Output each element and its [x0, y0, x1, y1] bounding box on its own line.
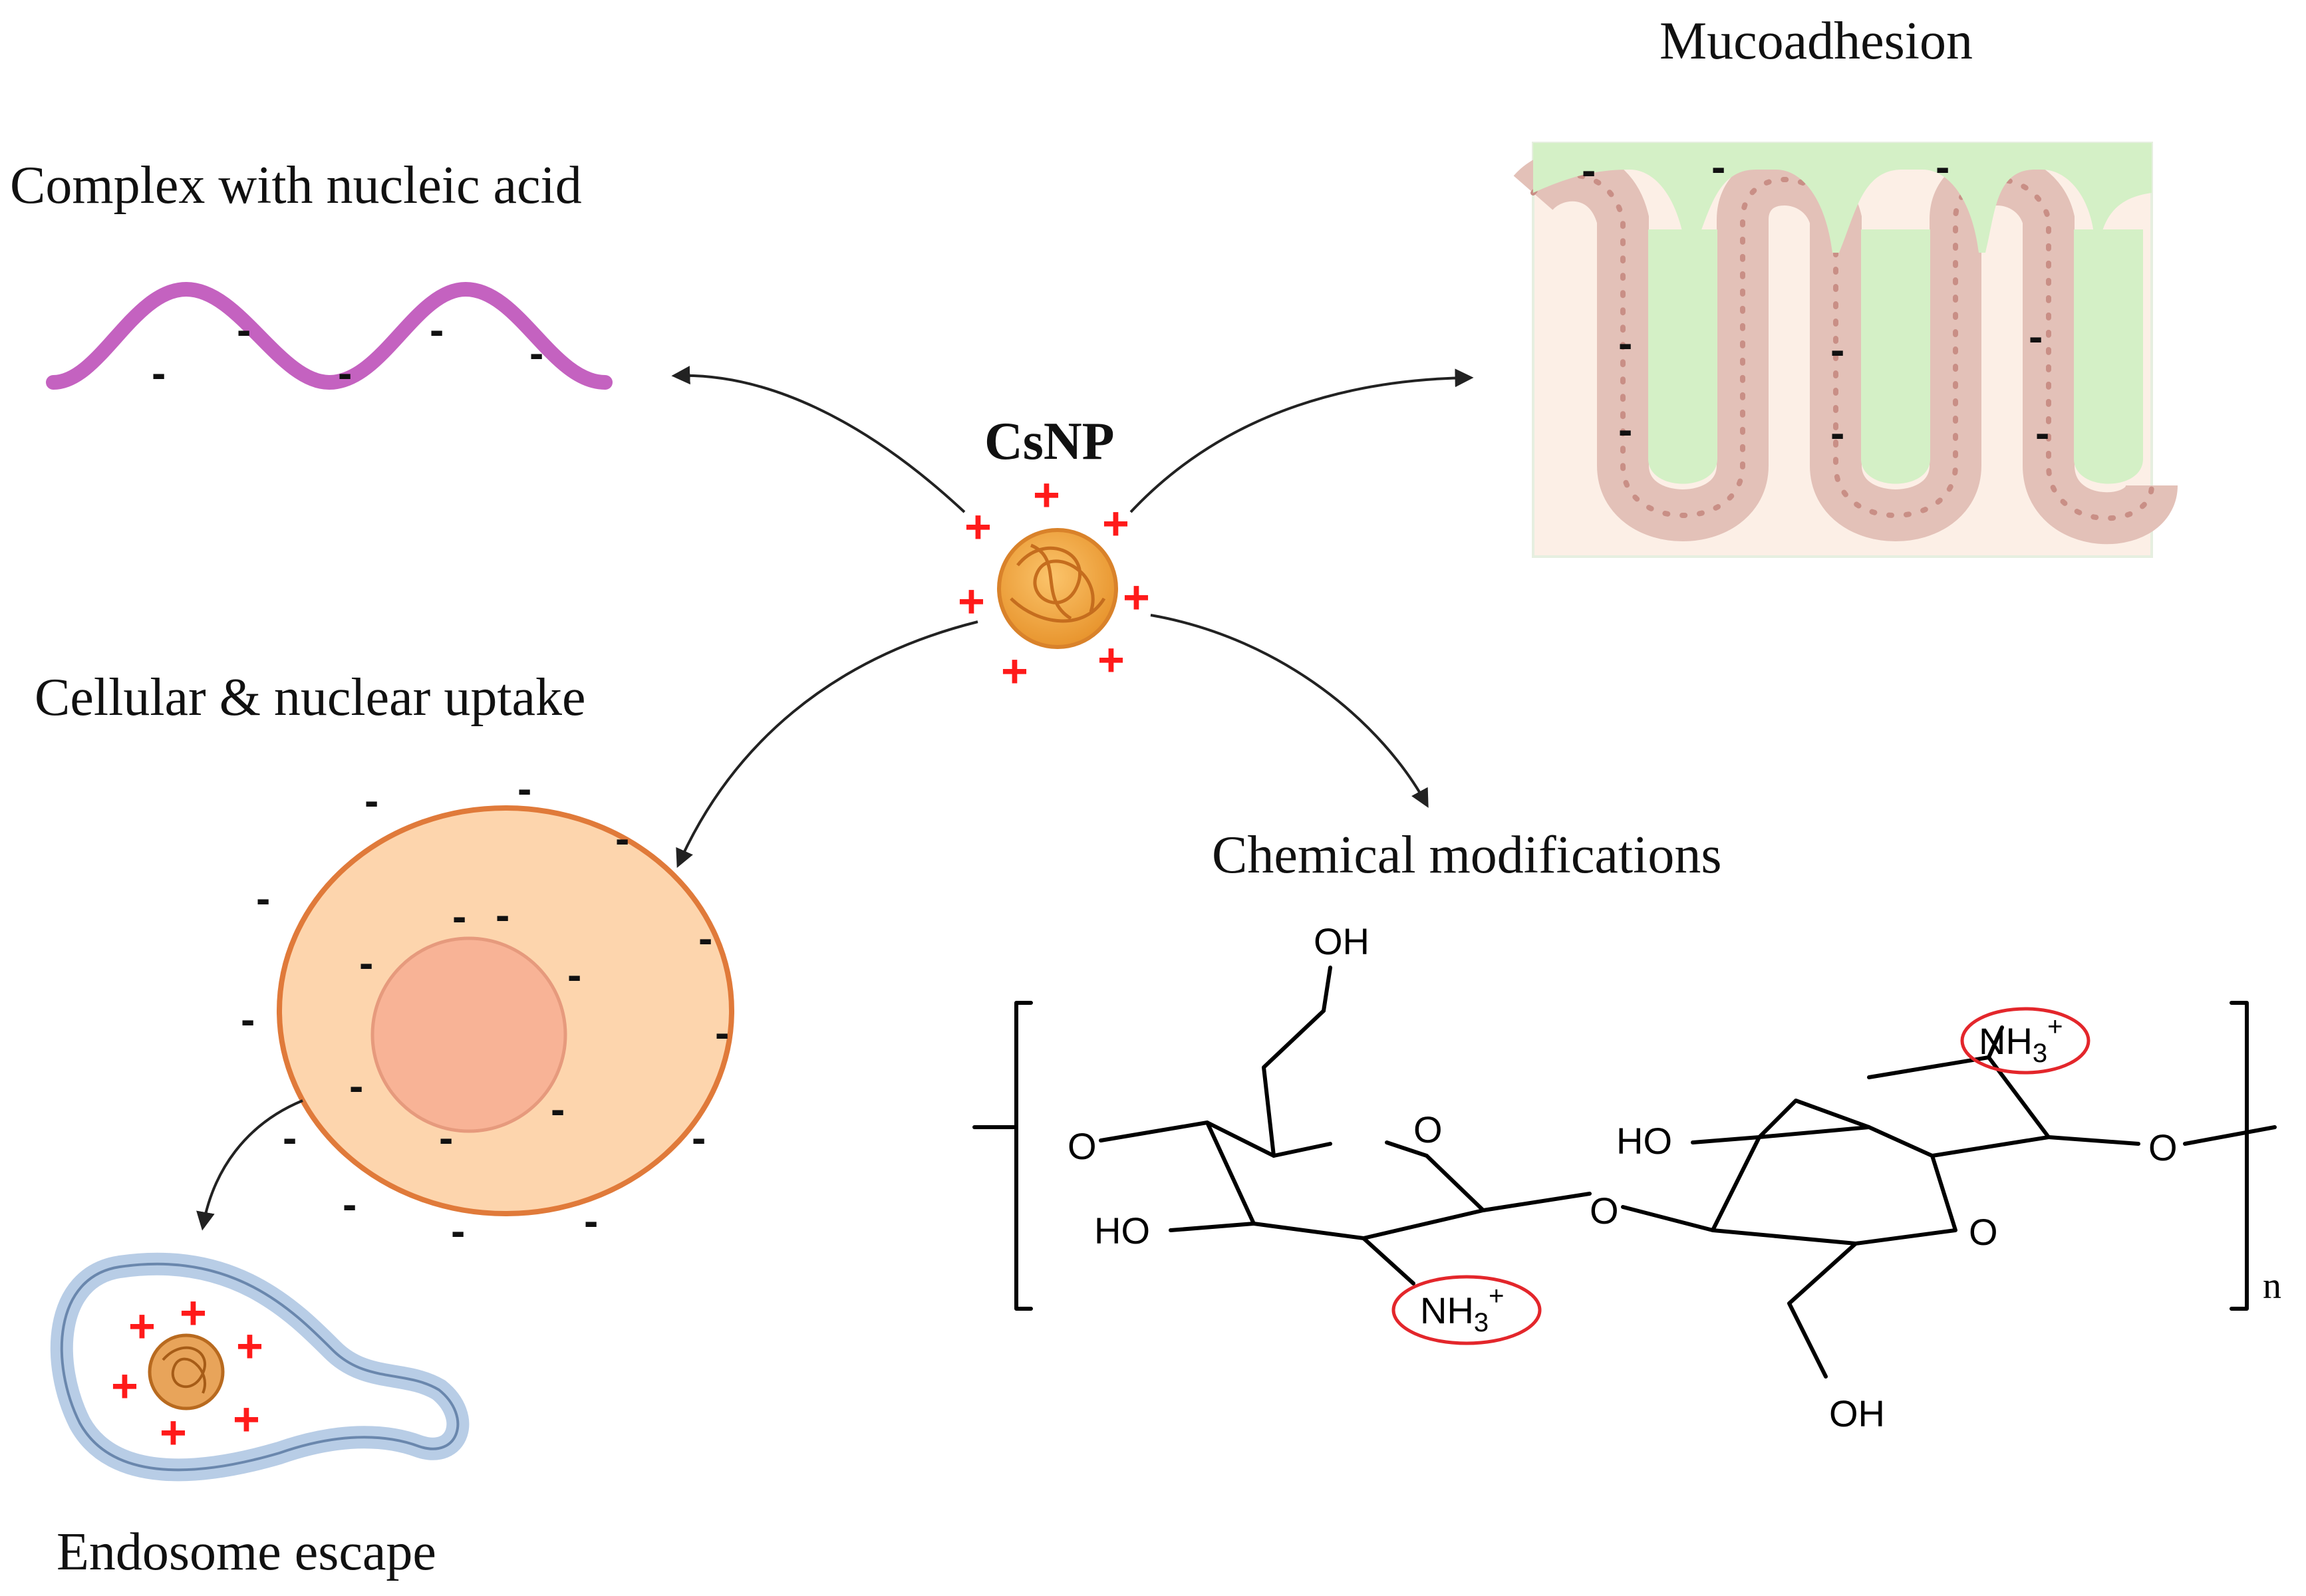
minus-charge: - — [439, 1114, 453, 1162]
endosome-nanoparticle — [148, 1333, 225, 1410]
minus-charge: - — [1582, 146, 1596, 194]
plus-charge: + — [180, 1287, 207, 1339]
minus-charge: - — [338, 349, 352, 397]
endosome-illustration: + + + + + + — [50, 1252, 470, 1482]
minus-charge: - — [241, 996, 255, 1043]
mucus-fill-3 — [2074, 229, 2143, 484]
plus-charge: + — [233, 1393, 260, 1445]
plus-charge: + — [236, 1320, 263, 1372]
minus-charge: - — [496, 891, 509, 939]
ring-o-atom: O — [1413, 1109, 1443, 1150]
minus-charge: - — [1830, 326, 1844, 374]
minus-charge: - — [615, 815, 629, 863]
right-bracket — [2230, 1001, 2249, 1311]
minus-charge: - — [451, 1207, 465, 1255]
ho-group: HO — [1094, 1210, 1150, 1252]
plus-charge: + — [964, 501, 992, 553]
mucus-fill-2 — [1861, 229, 1930, 484]
plus-charge: + — [160, 1406, 187, 1458]
plus-charge: + — [1097, 634, 1125, 686]
minus-charge: - — [698, 914, 712, 962]
minus-charge: - — [551, 1085, 565, 1133]
nucleus — [370, 936, 567, 1133]
left-bracket — [1014, 1001, 1033, 1311]
minus-charge: - — [715, 1009, 729, 1057]
minus-charge: - — [343, 1180, 357, 1228]
plus-charge: + — [1102, 497, 1129, 549]
minus-charge: - — [359, 939, 373, 987]
minus-charge: - — [2029, 313, 2043, 360]
mucus-charges: - - - - - - - - - — [1582, 143, 2049, 457]
endosome-label: Endosome escape — [57, 1523, 436, 1581]
plus-charge: + — [1033, 469, 1060, 521]
plus-charge: + — [1001, 645, 1028, 697]
endosome-charges: + + + + + + — [111, 1287, 263, 1458]
arrow-to-chemistry — [1150, 614, 1429, 808]
minus-charge: - — [1830, 409, 1844, 457]
plus-charge: + — [1123, 571, 1150, 623]
minus-charge: - — [237, 306, 251, 354]
nh3-highlight-2 — [1960, 1007, 2090, 1075]
o-atom: O — [1068, 1125, 1097, 1167]
plus-charge: + — [111, 1360, 138, 1412]
plus-charge: + — [128, 1300, 156, 1352]
repeat-subscript: n — [2263, 1265, 2281, 1307]
nh3-highlight-1 — [1391, 1275, 1542, 1345]
minus-charge: - — [283, 1114, 297, 1162]
terminal-o-atom: O — [2148, 1127, 2178, 1168]
minus-charge: - — [584, 1197, 598, 1245]
minus-charge: - — [364, 777, 378, 825]
minus-charge: - — [349, 1062, 363, 1110]
nh3-group-2: NH3+ — [1979, 1012, 2063, 1068]
minus-charge: - — [1618, 406, 1632, 454]
mucus-fill-1 — [1648, 229, 1717, 484]
chitosan-nanoparticle — [997, 528, 1118, 649]
csnp-label: CsNP — [984, 412, 1115, 471]
chitosan-structure: n O OH O HO NH3+ O O HO OH NH3+ O — [972, 920, 2281, 1434]
arrow-to-endosome — [196, 1099, 303, 1231]
cellular-label: Cellular & nuclear uptake — [35, 668, 586, 727]
minus-charge: - — [567, 951, 581, 999]
plus-charge: + — [958, 575, 985, 627]
ho-group-2: HO — [1616, 1120, 1672, 1162]
complex-label: Complex with nucleic acid — [10, 156, 582, 215]
minus-charge: - — [517, 765, 531, 813]
minus-charge: - — [1618, 319, 1632, 367]
nucleic-acid-charges: - - - - - — [152, 306, 543, 397]
oh-group: OH — [1314, 920, 1369, 962]
cell-illustration — [277, 805, 734, 1216]
minus-charge: - — [1936, 143, 1949, 191]
mucosa-illustration: - - - - - - - - - — [1513, 142, 2178, 558]
nh3-group: NH3+ — [1420, 1281, 1505, 1337]
mucus-layer — [1533, 143, 2152, 253]
minus-charge: - — [529, 329, 543, 377]
arrow-to-nucleic-acid — [671, 366, 966, 513]
mucoadhesion-label: Mucoadhesion — [1659, 12, 1973, 70]
minus-charge: - — [430, 306, 444, 354]
ring-o-atom-2: O — [1969, 1211, 1998, 1253]
arrow-to-mucoadhesion — [1129, 368, 1474, 513]
chemical-label: Chemical modifications — [1212, 826, 1721, 884]
oh-group-2: OH — [1829, 1393, 1885, 1434]
glycosidic-o-atom: O — [1590, 1190, 1619, 1232]
minus-charge: - — [256, 874, 270, 922]
minus-charge: - — [452, 892, 466, 940]
minus-charge: - — [152, 349, 166, 397]
nanoparticle-charges: + + + + + + + — [958, 469, 1150, 697]
minus-charge: - — [1711, 143, 1725, 191]
minus-charge: - — [2035, 409, 2049, 457]
epithelium-dots — [1530, 172, 2154, 521]
cell-charges: - - - - - - - - - - - - - - - - - - - — [241, 765, 729, 1255]
nucleic-acid-strand — [46, 281, 613, 390]
arrow-to-cell — [676, 620, 978, 868]
minus-charge: - — [692, 1114, 706, 1162]
